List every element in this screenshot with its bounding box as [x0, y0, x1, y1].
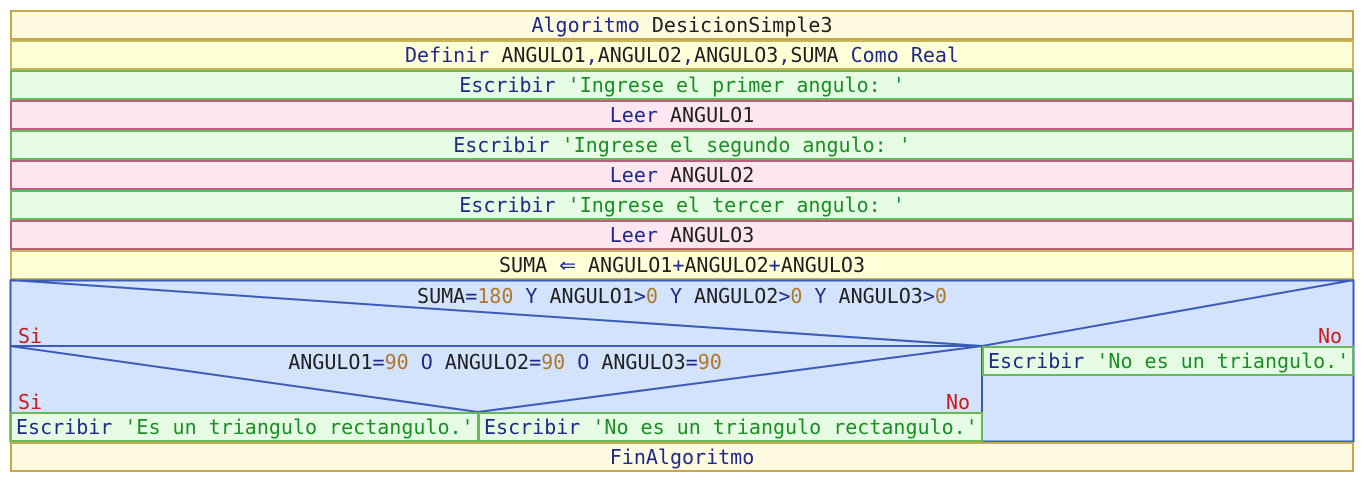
define-separator: , — [585, 43, 598, 67]
write-string: 'Ingrese el segundo angulo: ' — [561, 133, 911, 157]
write-string: 'Es un triangulo rectangulo.' — [124, 415, 474, 439]
cond-token: O — [565, 350, 602, 374]
read-statement: Leer ANGULO1 — [10, 100, 1354, 130]
cond-token: > — [633, 284, 646, 308]
cond-token: = — [372, 350, 385, 374]
cond-token: ANGULO2 — [444, 350, 530, 374]
assign-arrow-icon: ⇐ — [559, 253, 576, 277]
read-statement: Leer ANGULO3 — [10, 220, 1354, 250]
write-string: 'Ingrese el tercer angulo: ' — [567, 193, 905, 217]
algorithm-name: DesicionSimple3 — [651, 13, 833, 37]
read-keyword: Leer — [609, 163, 658, 187]
define-statement: Definir ANGULO1,ANGULO2,ANGULO3,SUMA Com… — [10, 40, 1354, 70]
define-var: ANGULO2 — [597, 43, 682, 67]
assign-statement: SUMA ⇐ ANGULO1+ANGULO2+ANGULO3 — [10, 250, 1354, 280]
cond1-yes-label: Si — [18, 324, 43, 348]
algorithm-keyword: Algoritmo — [531, 13, 640, 37]
write-string: 'Ingrese el primer angulo: ' — [567, 73, 905, 97]
cond-token: = — [529, 350, 542, 374]
write-string: 'No es un triangulo rectangulo.' — [592, 415, 978, 439]
define-var: ANGULO3 — [694, 43, 779, 67]
assign-operand: ANGULO1 — [588, 253, 673, 277]
define-type: Real — [910, 43, 959, 67]
cond2-yes-label: Si — [18, 390, 43, 414]
read-statement: Leer ANGULO2 — [10, 160, 1354, 190]
assign-operand: ANGULO3 — [780, 253, 865, 277]
cond1-no-label: No — [1318, 324, 1343, 348]
read-variable: ANGULO2 — [669, 163, 755, 187]
define-keyword: Definir — [405, 43, 490, 67]
define-var: ANGULO1 — [501, 43, 586, 67]
read-keyword: Leer — [609, 223, 658, 247]
write-keyword: Escribir — [484, 415, 581, 439]
cond-token: O — [408, 350, 445, 374]
cond-token: 0 — [645, 284, 658, 308]
cond-token: SUMA — [417, 284, 466, 308]
write-statement: Escribir 'Ingrese el segundo angulo: ' — [10, 130, 1354, 160]
define-separator: , — [778, 43, 791, 67]
define-separator: , — [681, 43, 695, 67]
cond1-no-branch-write: Escribir 'No es un triangulo.' — [982, 346, 1354, 376]
read-variable: ANGULO1 — [669, 103, 755, 127]
cond-token: Y — [802, 284, 839, 308]
cond-token: > — [778, 284, 791, 308]
algorithm-header: Algoritmo DesicionSimple3 — [10, 10, 1354, 40]
cond-token: 0 — [934, 284, 947, 308]
write-keyword: Escribir — [453, 133, 550, 157]
write-keyword: Escribir — [459, 193, 556, 217]
cond-token: ANGULO1 — [549, 284, 634, 308]
define-como-keyword: Como — [850, 43, 899, 67]
cond-token: 180 — [477, 284, 514, 308]
cond-token: 0 — [790, 284, 803, 308]
condition1-expression: SUMA=180 Y ANGULO1>0 Y ANGULO2>0 Y ANGUL… — [10, 284, 1354, 308]
assign-operator: + — [672, 253, 685, 277]
assign-operator: + — [768, 253, 781, 277]
cond2-yes-branch-write: Escribir 'Es un triangulo rectangulo.' — [10, 412, 479, 442]
cond-token: ANGULO3 — [601, 350, 686, 374]
cond-token: Y — [513, 284, 550, 308]
end-algorithm-keyword: FinAlgoritmo — [609, 445, 755, 469]
cond-token: = — [465, 284, 478, 308]
cond-token: 90 — [384, 350, 409, 374]
write-keyword: Escribir — [988, 349, 1085, 373]
cond2-no-label: No — [946, 390, 971, 414]
write-statement: Escribir 'Ingrese el tercer angulo: ' — [10, 190, 1354, 220]
read-variable: ANGULO3 — [669, 223, 755, 247]
cond-token: ANGULO2 — [694, 284, 779, 308]
cond-token: 90 — [541, 350, 566, 374]
write-keyword: Escribir — [16, 415, 113, 439]
cond-token: > — [922, 284, 935, 308]
condition2-expression: ANGULO1=90 O ANGULO2=90 O ANGULO3=90 — [10, 350, 1000, 374]
read-keyword: Leer — [609, 103, 658, 127]
algorithm-footer: FinAlgoritmo — [10, 442, 1354, 472]
cond-token: ANGULO1 — [288, 350, 373, 374]
write-keyword: Escribir — [459, 73, 556, 97]
cond-token: ANGULO3 — [838, 284, 923, 308]
cond-token: Y — [657, 284, 695, 308]
cond2-no-branch-write: Escribir 'No es un triangulo rectangulo.… — [478, 412, 983, 442]
cond-token: = — [685, 350, 698, 374]
assign-operand: ANGULO2 — [684, 253, 769, 277]
define-var: SUMA — [790, 43, 839, 67]
write-statement: Escribir 'Ingrese el primer angulo: ' — [10, 70, 1354, 100]
cond-token: 90 — [697, 350, 722, 374]
assign-target: SUMA — [498, 253, 548, 277]
write-string: 'No es un triangulo.' — [1096, 349, 1350, 373]
